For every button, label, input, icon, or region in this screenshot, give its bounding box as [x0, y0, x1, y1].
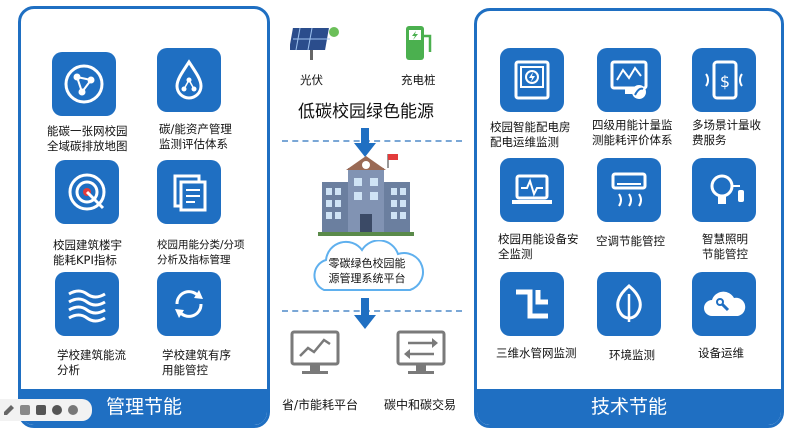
meter-leaf-icon [597, 48, 661, 112]
network-globe-icon [52, 52, 116, 116]
cycle-arrows-icon [157, 272, 221, 336]
camera-icon[interactable] [36, 405, 46, 415]
svg-text:$: $ [720, 72, 730, 91]
flow-waves-icon [55, 272, 119, 336]
left-item-3-caption: 校园建筑楼宇能耗KPI指标 [53, 238, 122, 267]
leaf-environment-icon [597, 272, 661, 336]
school-building-icon [318, 152, 414, 238]
solar-panel-icon [289, 22, 340, 62]
more-icon[interactable] [68, 405, 78, 415]
charger-label: 充电桩 [401, 73, 436, 87]
provincial-platform-icon [290, 330, 340, 376]
left-item-6-caption: 学校建筑有序用能管控 [162, 348, 231, 377]
provincial-platform-label: 省/市能耗平台 [282, 398, 359, 412]
pen-icon[interactable] [4, 405, 14, 415]
cloud-wrench-icon [692, 272, 756, 336]
carbon-trading-label: 碳中和碳交易 [384, 398, 457, 412]
target-arrow-icon [55, 160, 119, 224]
right-item-8-caption: 环境监测 [609, 348, 655, 362]
right-item-3-caption: 多场景计量收费服务 [692, 118, 761, 147]
smart-bulb-icon [692, 158, 756, 222]
platform-label: 零碳绿色校园能源管理系统平台 [328, 257, 406, 285]
arrow-down-2-icon [354, 298, 376, 329]
divider-bottom [282, 310, 462, 312]
ac-unit-icon [597, 158, 661, 222]
right-item-5-caption: 空调节能管控 [596, 234, 665, 248]
phone-payment-icon: $ [692, 48, 756, 112]
left-item-5-caption: 学校建筑能流分析 [57, 348, 126, 377]
drop-network-icon [157, 48, 221, 112]
pipe-network-icon [500, 272, 564, 336]
record-icon[interactable] [52, 405, 62, 415]
right-item-6-caption: 智慧照明节能管控 [702, 232, 748, 261]
document-stack-icon [157, 160, 221, 224]
right-item-7-caption: 三维水管网监测 [496, 346, 577, 360]
energy-title: 低碳校园绿色能源 [298, 102, 434, 122]
power-cabinet-icon [500, 48, 564, 112]
technology-footer: 技术节能 [477, 389, 781, 425]
right-item-2-caption: 四级用能计量监测能耗评价体系 [592, 118, 673, 147]
solar-label: 光伏 [300, 73, 323, 87]
left-item-4-caption: 校园用能分类/分项分析及指标管理 [157, 239, 245, 266]
divider-top [282, 140, 462, 142]
right-item-9-caption: 设备运维 [698, 346, 744, 360]
left-item-2-caption: 碳/能资产管理监测评估体系 [159, 122, 232, 151]
charger-icon [398, 22, 438, 64]
carbon-trading-icon [396, 330, 446, 376]
laptop-monitor-icon [500, 158, 564, 222]
right-item-1-caption: 校园智能配电房配电运维监测 [490, 120, 571, 149]
right-item-4-caption: 校园用能设备安全监测 [498, 232, 579, 261]
platform-cloud: 零碳绿色校园能源管理系统平台 [304, 240, 430, 294]
floating-toolbar [0, 399, 92, 421]
left-item-1-caption: 能碳一张网校园全域碳排放地图 [47, 124, 128, 153]
eraser-icon[interactable] [20, 405, 30, 415]
arrow-down-1-icon [354, 128, 376, 157]
